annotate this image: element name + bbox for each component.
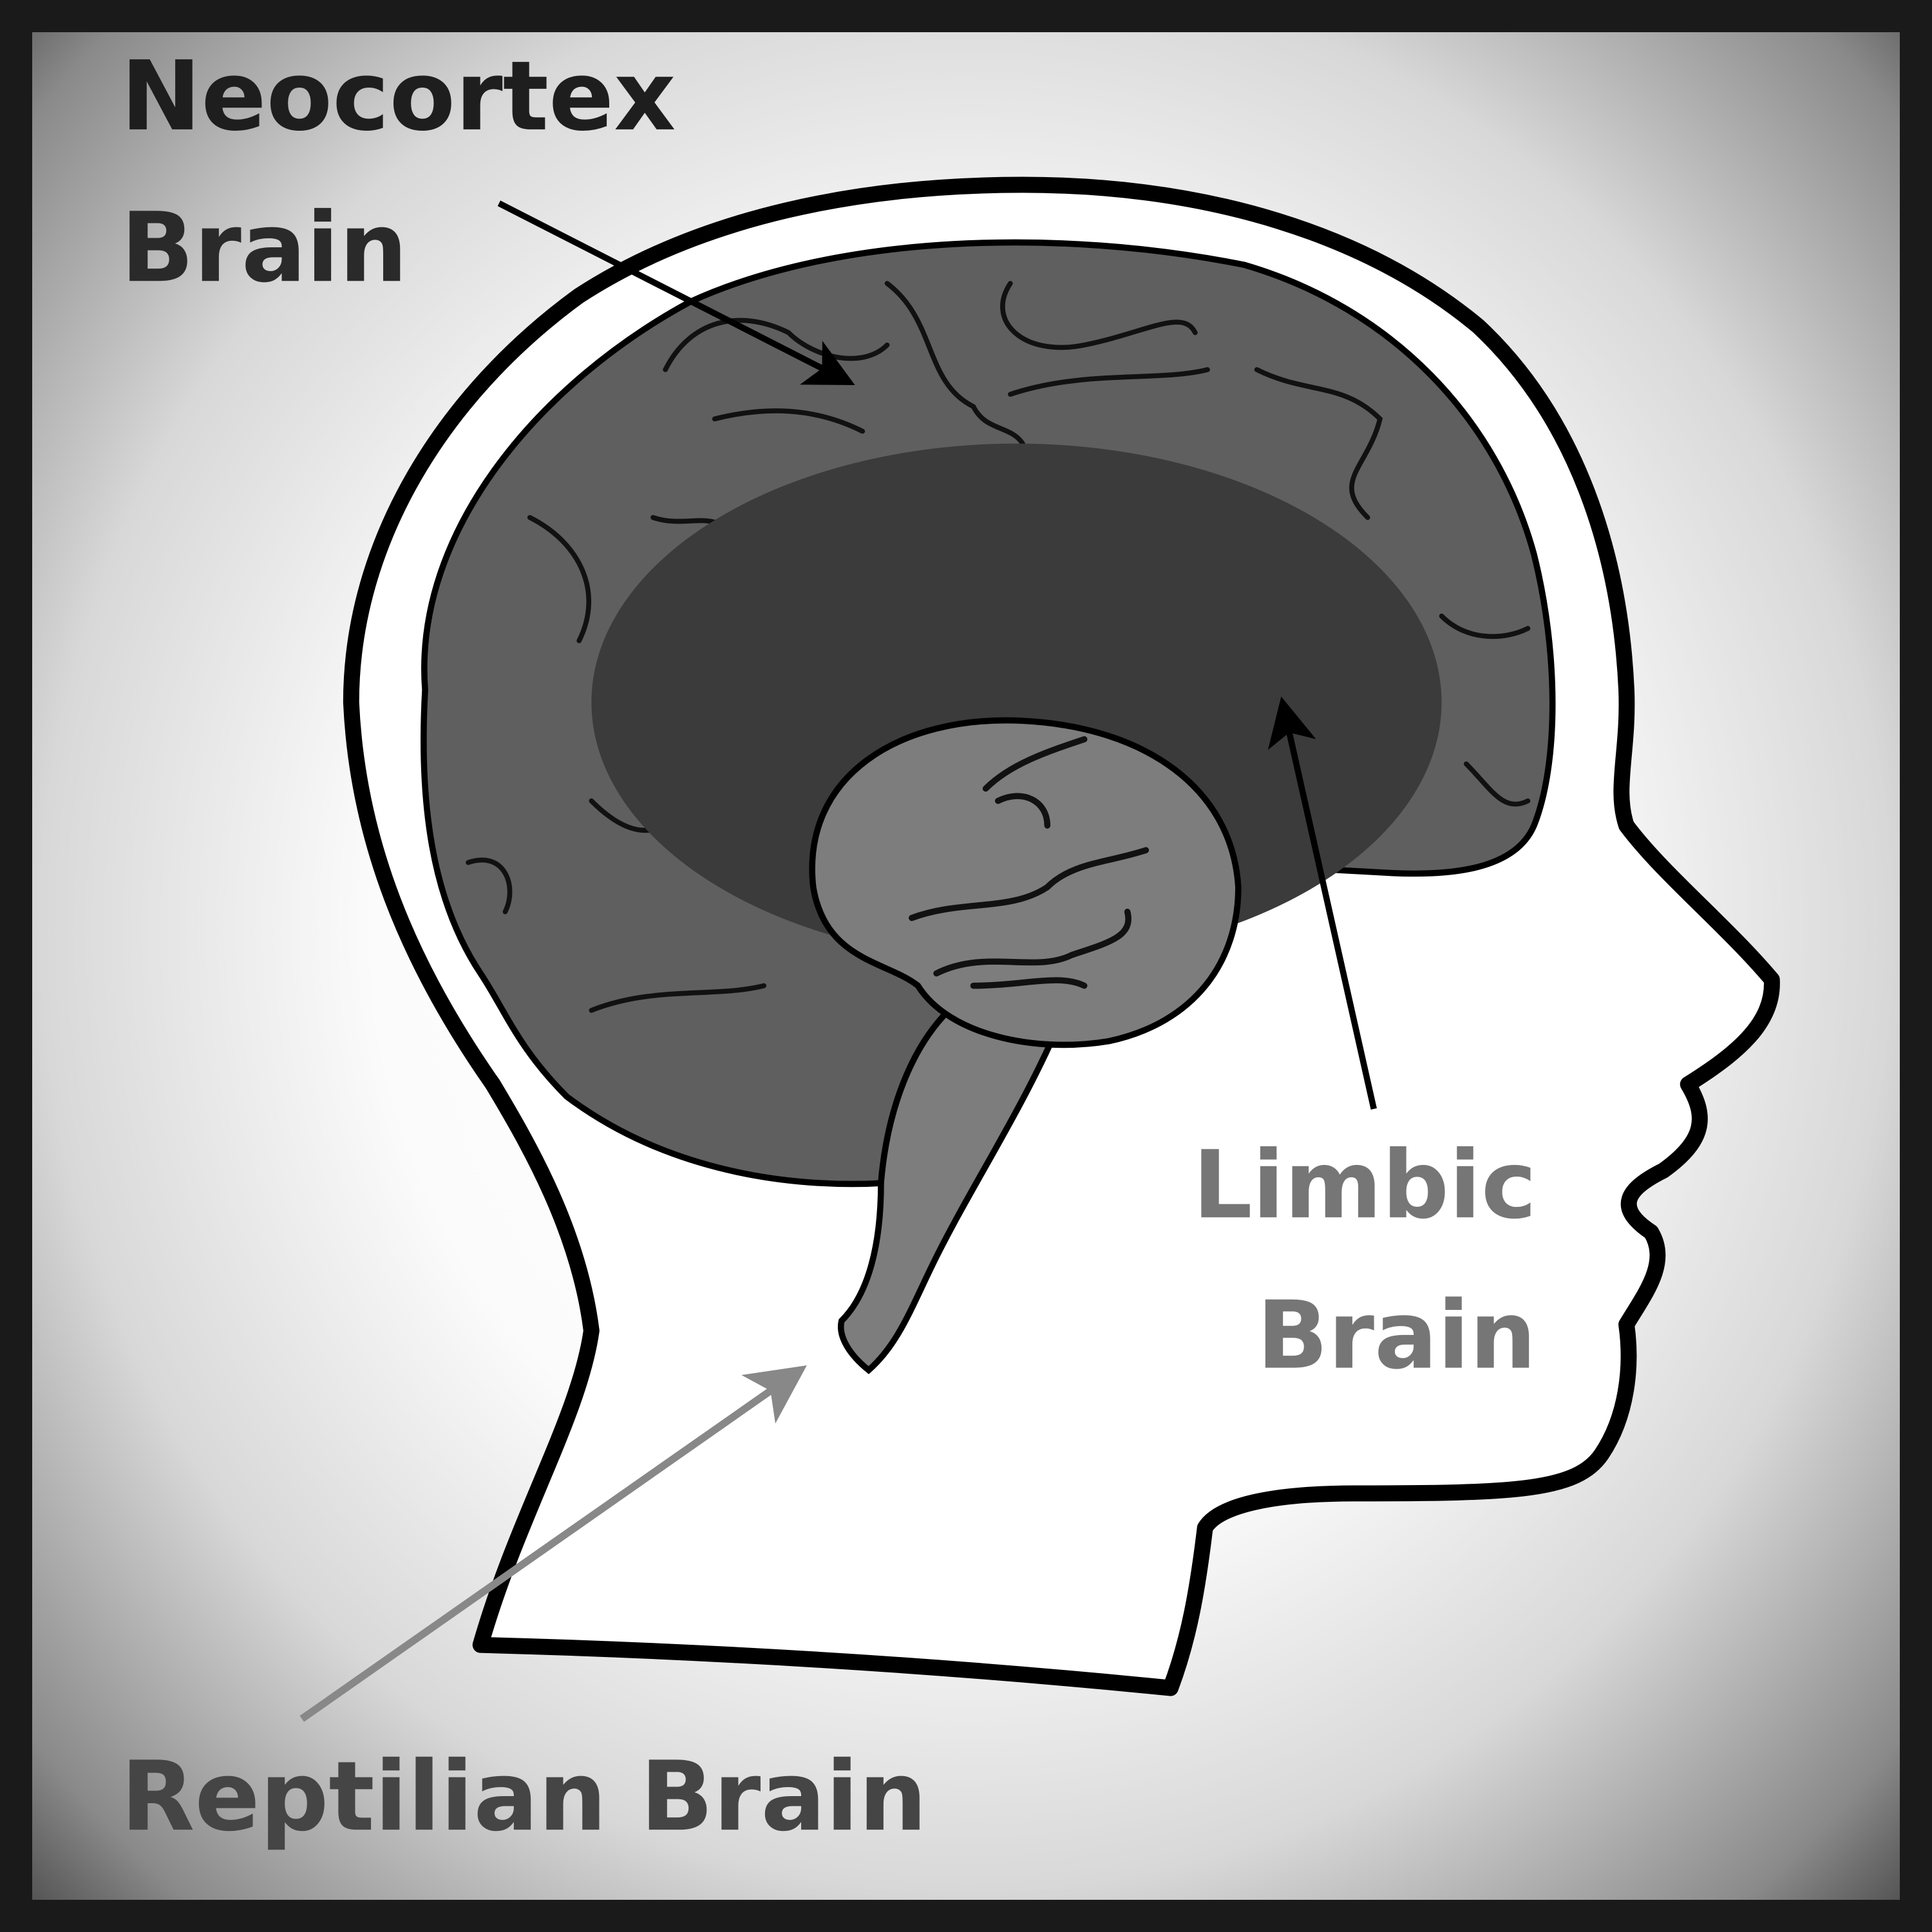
reptilian-label: Reptilian Brain (120, 1741, 927, 1853)
limbic-label-brain: Brain (1257, 1282, 1537, 1390)
reptilian-arrow (299, 1365, 807, 1722)
neocortex-label: Neocortex (120, 41, 676, 153)
limbic-label: Limbic (1193, 1131, 1537, 1240)
limbic-region (591, 443, 1442, 961)
neocortex-folds (466, 281, 1531, 1013)
limbic-arrow (1267, 696, 1377, 1110)
midbrain-folds (909, 736, 1150, 989)
neocortex-label-brain: Brain (120, 192, 407, 304)
midbrain-region (809, 717, 1242, 1048)
neocortex-arrow (497, 200, 855, 385)
